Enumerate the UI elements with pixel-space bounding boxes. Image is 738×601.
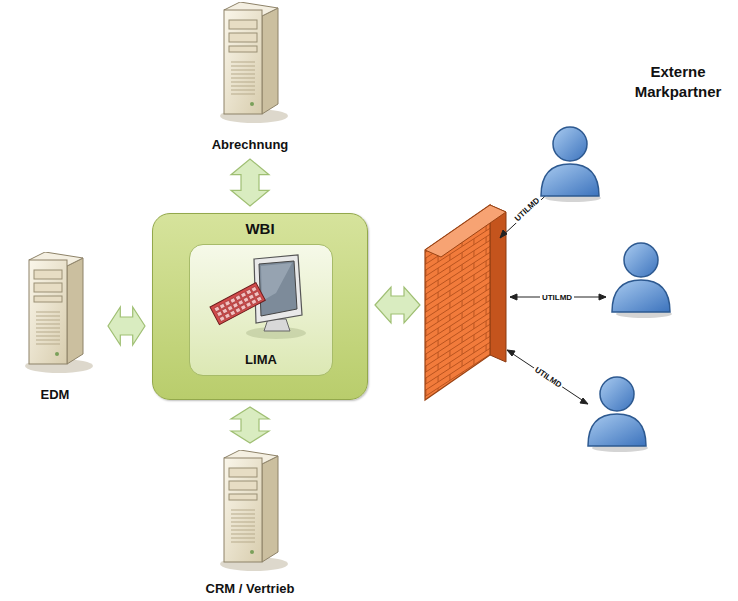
message-label: UTILMD [531,364,564,391]
block-arrow [108,307,145,345]
computer-icon [206,253,316,345]
node-label: WBI [153,214,367,237]
platform-box: WBI LIMA [152,213,368,400]
node-label: Abrechnung [204,137,296,152]
node-label: LIMA [190,352,332,367]
server-icon [210,450,290,572]
message-label: UTILMD [511,194,542,224]
application-box: LIMA [189,244,333,376]
message-label: UTILMD [540,293,574,302]
server-node: Abrechnung [204,2,296,152]
block-arrow [231,159,269,206]
server-node: CRM / Vertrieb [201,450,300,596]
server-icon [210,2,290,124]
block-arrow [231,407,269,443]
server-node: EDM [9,252,101,402]
server-icon [15,252,95,374]
node-label: EDM [9,387,101,402]
node-label: CRM / Vertrieb [201,581,300,596]
group-label: Externe Markpartner [622,62,734,103]
